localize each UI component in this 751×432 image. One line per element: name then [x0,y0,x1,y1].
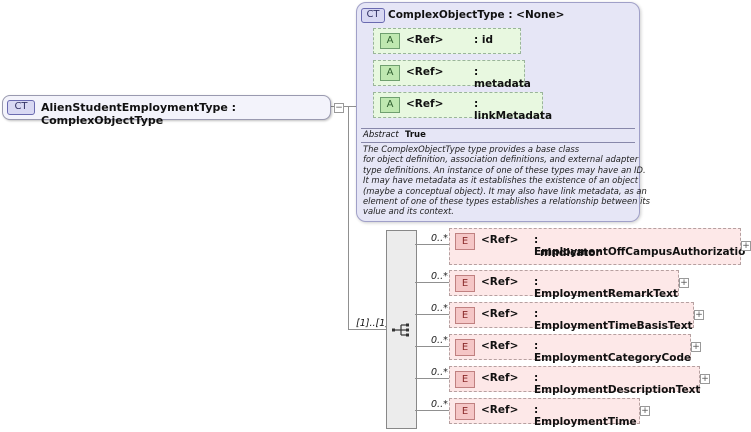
branch-line [415,282,449,283]
element-ref: <Ref> [481,234,519,246]
element-employment-remark-text[interactable]: E <Ref> : EmploymentRemarkText [449,270,679,300]
trunk-line [348,106,349,329]
attribute-link-metadata[interactable]: A <Ref> : linkMetadata [373,92,552,122]
expand-toggle[interactable]: + [679,278,689,288]
element-icon: E [455,233,475,250]
element-employment-description-text[interactable]: E <Ref> : EmploymentDescriptionText [449,366,700,396]
collapse-toggle[interactable]: − [334,103,344,113]
attribute-ref: <Ref> [406,66,444,78]
type-description: The ComplexObjectType type provides a ba… [363,144,651,217]
complex-type-icon: CT [361,8,385,23]
attribute-id[interactable]: A <Ref> : id [373,28,521,54]
expand-toggle[interactable]: + [694,310,704,320]
abstract-label: Abstract [363,130,399,140]
branch-line [415,410,449,411]
element-name: : EmploymentTimeBasisText [534,308,693,332]
element-name-continued: nIndicator [540,247,601,259]
element-multiplicity: 0..* [431,233,448,244]
divider [361,128,635,129]
element-employment-time-basis-text[interactable]: E <Ref> : EmploymentTimeBasisText [449,302,694,332]
attribute-icon: A [380,33,400,49]
complex-type-icon: CT [7,100,35,115]
branch-line [415,378,449,379]
element-ref: <Ref> [481,340,519,352]
element-multiplicity: 0..* [431,335,448,346]
expand-toggle[interactable]: + [741,241,751,251]
sequence-box[interactable] [386,230,417,429]
base-type-card[interactable]: CT ComplexObjectType : <None> A <Ref> : … [356,2,650,222]
element-icon: E [455,275,475,292]
sequence-multiplicity: [1]..[1] [356,318,389,329]
element-multiplicity: 0..* [431,367,448,378]
branch-line [415,346,449,347]
element-employment-off-campus-authorization-indicator[interactable]: E <Ref> : EmploymentOffCampusAuthorizati… [449,228,745,265]
element-ref: <Ref> [481,308,519,320]
branch-line [415,314,449,315]
branch-line [415,244,449,245]
base-connector [348,106,356,107]
sequence-icon [392,323,409,337]
expand-toggle[interactable]: + [640,406,650,416]
sequence-connector [348,329,386,330]
attribute-name: : metadata [474,66,531,90]
element-ref: <Ref> [481,404,519,416]
attribute-metadata[interactable]: A <Ref> : metadata [373,60,531,90]
root-type-box[interactable]: CT AlienStudentEmploymentType : ComplexO… [2,95,344,127]
attribute-name: : id [474,34,493,46]
attribute-ref: <Ref> [406,98,444,110]
abstract-value: True [405,130,426,140]
expand-toggle[interactable]: + [691,342,701,352]
element-name: : EmploymentTime [534,404,637,428]
attribute-icon: A [380,97,400,113]
element-name: : EmploymentCategoryCode [534,340,692,364]
expand-toggle[interactable]: + [700,374,710,384]
element-employment-time[interactable]: E <Ref> : EmploymentTime [449,398,640,428]
element-icon: E [455,307,475,324]
element-multiplicity: 0..* [431,303,448,314]
element-employment-category-code[interactable]: E <Ref> : EmploymentCategoryCode [449,334,691,364]
divider [361,142,635,143]
element-ref: <Ref> [481,276,519,288]
element-name: : EmploymentDescriptionText [534,372,701,396]
element-icon: E [455,339,475,356]
element-multiplicity: 0..* [431,399,448,410]
element-name: : EmploymentOffCampusAuthorizatio [534,234,746,258]
element-ref: <Ref> [481,372,519,384]
element-icon: E [455,403,475,420]
element-name: : EmploymentRemarkText [534,276,678,300]
element-icon: E [455,371,475,388]
attribute-ref: <Ref> [406,34,444,46]
element-multiplicity: 0..* [431,271,448,282]
attribute-icon: A [380,65,400,81]
root-type-label: AlienStudentEmploymentType : ComplexObje… [41,101,237,127]
attribute-name: : linkMetadata [474,98,553,122]
base-type-title: ComplexObjectType : <None> [388,9,565,21]
